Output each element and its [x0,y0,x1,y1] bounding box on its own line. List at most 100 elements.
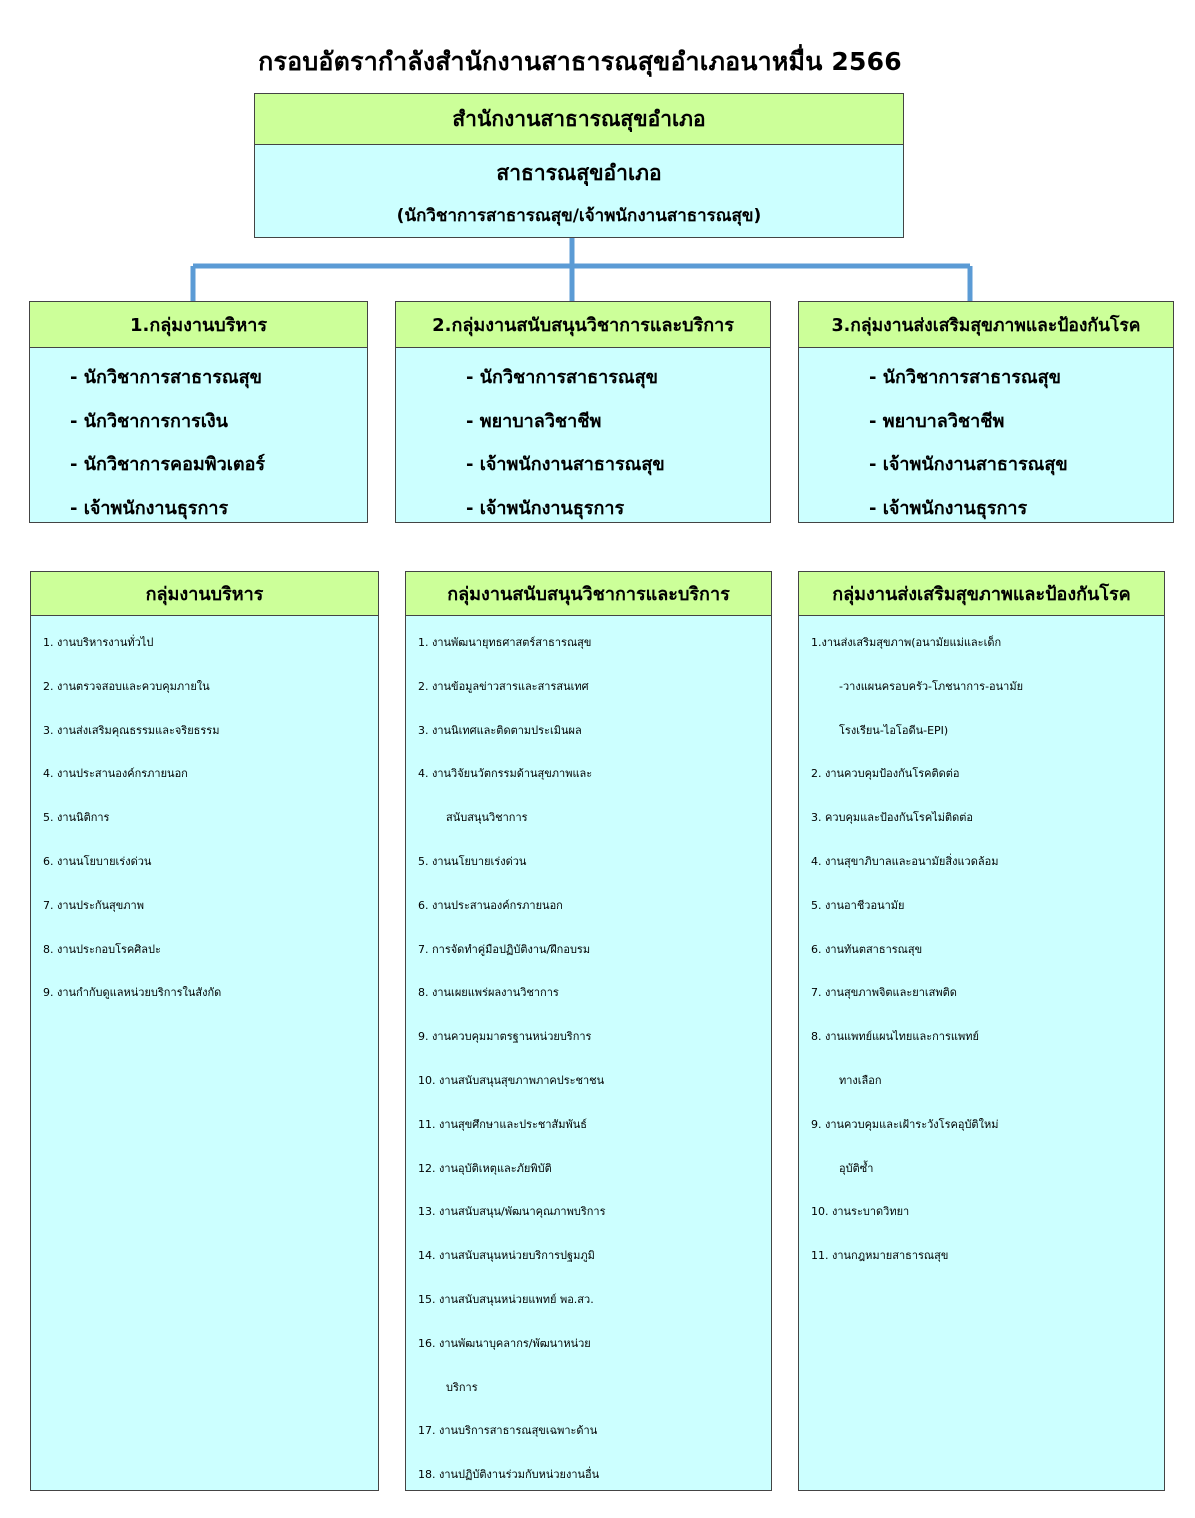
duty-item-text: 6. งานนโยบายเร่งด่วน [43,854,152,868]
duty-header-2: กลุ่มงานสนับสนุนวิชาการและบริการ [406,572,771,616]
duty-item: 4. งานวิจัยนวัตกรรมด้านสุขภาพและสนับสนุน… [418,752,771,840]
staff-item: - พยาบาลวิชาชีพ [869,410,1005,432]
duty-item: 1. งานบริหารงานทั่วไป [43,621,378,665]
duty-item-text: 18. งานปฏิบัติงานร่วมกับหน่วยงานอื่น [418,1468,600,1482]
top-office-box: สำนักงานสาธารณสุขอำเภอ สาธารณสุขอำเภอ (น… [254,93,904,238]
duty-item: 7. งานประกันสุขภาพ [43,884,378,928]
group-header-3: 3.กลุ่มงานส่งเสริมสุขภาพและป้องกันโรค [799,302,1173,348]
staff-item: - เจ้าพนักงานธุรการ [466,497,625,519]
duty-item: 4. งานสุขาภิบาลและอนามัยสิ่งแวดล้อม [811,840,1164,884]
duty-item-text: 4. งานประสานองค์กรภายนอก [43,767,188,781]
duty-item-text: 11. งานสุขศึกษาและประชาสัมพันธ์ [418,1117,587,1131]
duty-item-text: 9. งานกำกับดูแลหน่วยบริการในสังกัด [43,986,222,1000]
duty-item: 18. งานปฏิบัติงานร่วมกับหน่วยงานอื่น [418,1453,771,1497]
staff-item: - เจ้าพนักงานสาธารณสุข [869,454,1068,475]
group-staff-list-2: - นักวิชาการสาธารณสุข - พยาบาลวิชาชีพ - … [396,348,770,530]
staff-item: - เจ้าพนักงานสาธารณสุข [466,454,665,475]
group-box-1: 1.กลุ่มงานบริหาร - นักวิชาการสาธารณสุข -… [29,301,368,523]
duty-item: 14. งานสนับสนุนหน่วยบริการปฐมภูมิ [418,1234,771,1278]
duty-item: 12. งานอุบัติเหตุและภัยพิบัติ [418,1147,771,1191]
top-office-head-title: สาธารณสุขอำเภอ [496,161,662,185]
duty-header-1: กลุ่มงานบริหาร [31,572,378,616]
duty-item: 5. งานนโยบายเร่งด่วน [418,840,771,884]
staff-item: - เจ้าพนักงานธุรการ [70,497,229,519]
duty-item-continuation: ทางเลือก [839,1073,882,1087]
duty-item-text: 10. งานระบาดวิทยา [811,1205,910,1219]
group-header-2: 2.กลุ่มงานสนับสนุนวิชาการและบริการ [396,302,770,348]
duty-item: 1.งานส่งเสริมสุขภาพ(อนามัยแม่และเด็ก -วาง… [811,621,1164,752]
duty-item: 2. งานข้อมูลข่าวสารและสารสนเทศ [418,665,771,709]
duty-item-text: 7. การจัดทำคู่มือปฏิบัติงาน/ฝึกอบรม [418,942,591,956]
duty-list-3: 1.งานส่งเสริมสุขภาพ(อนามัยแม่และเด็ก -วาง… [799,616,1164,1278]
top-office-header: สำนักงานสาธารณสุขอำเภอ [255,94,903,145]
duty-item-text: 6. งานทันตสาธารณสุข [811,942,923,956]
duty-item: 10. งานสนับสนุนสุขภาพภาคประชาชน [418,1059,771,1103]
page-title: กรอบอัตรากำลังสำนักงานสาธารณสุขอำเภอนาหม… [258,47,902,76]
duty-item-text: 6. งานประสานองค์กรภายนอก [418,898,563,912]
staff-item: - นักวิชาการคอมพิวเตอร์ [70,454,266,475]
duty-item: 10. งานระบาดวิทยา [811,1190,1164,1234]
duty-item-continuation: บริการ [446,1380,478,1394]
duty-item: 5. งานอาชีวอนามัย [811,884,1164,928]
duty-item-text: 3. งานส่งเสริมคุณธรรมและจริยธรรม [43,723,220,737]
duty-item: 15. งานสนับสนุนหน่วยแพทย์ พอ.สว. [418,1278,771,1322]
duty-item-continuation: สนับสนุนวิชาการ [446,811,528,825]
duty-box-1: กลุ่มงานบริหาร 1. งานบริหารงานทั่วไป 2. ง… [30,571,379,1491]
duty-item-text: 7. งานประกันสุขภาพ [43,898,144,912]
duty-item: 13. งานสนับสนุน/พัฒนาคุณภาพบริการ [418,1190,771,1234]
duty-item-text: 1.งานส่งเสริมสุขภาพ(อนามัยแม่และเด็ก [811,636,1002,649]
staff-item: - พยาบาลวิชาชีพ [466,410,602,432]
duty-list-1: 1. งานบริหารงานทั่วไป 2. งานตรวจสอบและควบ… [31,616,378,1015]
staff-item: - เจ้าพนักงานธุรการ [869,497,1028,519]
duty-item-text: 5. งานอาชีวอนามัย [811,898,905,912]
staff-item: - นักวิชาการสาธารณสุข [466,367,658,388]
duty-item: 11. งานสุขศึกษาและประชาสัมพันธ์ [418,1103,771,1147]
duty-item-text: 8. งานแพทย์แผนไทยและการแพทย์ [811,1030,979,1044]
duty-item-text: 9. งานควบคุมและเฝ้าระวังโรคอุบัติใหม่ [811,1117,999,1131]
duty-item: 8. งานแพทย์แผนไทยและการแพทย์ทางเลือก [811,1015,1164,1103]
duty-item-text: 4. งานวิจัยนวัตกรรมด้านสุขภาพและ [418,767,593,781]
duty-item-text: 1. งานพัฒนายุทธศาสตร์สาธารณสุข [418,636,592,649]
duty-item: 7. การจัดทำคู่มือปฏิบัติงาน/ฝึกอบรม [418,928,771,972]
duty-item: 3. งานส่งเสริมคุณธรรมและจริยธรรม [43,709,378,753]
duty-item-text: 1. งานบริหารงานทั่วไป [43,636,154,649]
group-staff-list-3: - นักวิชาการสาธารณสุข - พยาบาลวิชาชีพ - … [799,348,1173,530]
duty-header-3: กลุ่มงานส่งเสริมสุขภาพและป้องกันโรค [799,572,1164,616]
group-box-3: 3.กลุ่มงานส่งเสริมสุขภาพและป้องกันโรค - … [798,301,1174,523]
duty-item: 11. งานกฎหมายสาธารณสุข [811,1234,1164,1278]
duty-item: 8. งานเผยแพร่ผลงานวิชาการ [418,971,771,1015]
duty-item: 8. งานประกอบโรคศิลปะ [43,928,378,972]
duty-item-text: 3. งานนิเทศและติดตามประเมินผล [418,723,582,737]
duty-item: 7. งานสุขภาพจิตและยาเสพติด [811,971,1164,1015]
duty-item-continuation: -วางแผนครอบครัว-โภชนาการ-อนามัย [839,679,1024,693]
duty-item-text: 3. ควบคุมและป้องกันโรคไม่ติดต่อ [811,811,973,825]
duty-item: 9. งานควบคุมมาตรฐานหน่วยบริการ [418,1015,771,1059]
duty-item: 9. งานควบคุมและเฝ้าระวังโรคอุบัติใหม่อุบ… [811,1103,1164,1191]
duty-item: 4. งานประสานองค์กรภายนอก [43,752,378,796]
duty-item: 3. งานนิเทศและติดตามประเมินผล [418,709,771,753]
group-box-2: 2.กลุ่มงานสนับสนุนวิชาการและบริการ - นัก… [395,301,771,523]
duty-item-text: 8. งานประกอบโรคศิลปะ [43,942,161,956]
duty-item-text: 12. งานอุบัติเหตุและภัยพิบัติ [418,1161,552,1175]
duty-item-text: 4. งานสุขาภิบาลและอนามัยสิ่งแวดล้อม [811,854,999,868]
duty-item: 16. งานพัฒนาบุคลากร/พัฒนาหน่วยบริการ [418,1322,771,1410]
duty-item-text: 14. งานสนับสนุนหน่วยบริการปฐมภูมิ [418,1249,595,1263]
duty-item: 2. งานควบคุมป้องกันโรคติดต่อ [811,752,1164,796]
staff-item: - นักวิชาการการเงิน [70,410,228,432]
duty-box-3: กลุ่มงานส่งเสริมสุขภาพและป้องกันโรค 1.งา… [798,571,1165,1491]
duty-item-text: 2. งานตรวจสอบและควบคุมภายใน [43,679,210,693]
duty-item-text: 5. งานนิติการ [43,811,110,825]
duty-item-text: 5. งานนโยบายเร่งด่วน [418,854,527,868]
duty-item-text: 16. งานพัฒนาบุคลากร/พัฒนาหน่วย [418,1336,591,1350]
duty-list-2: 1. งานพัฒนายุทธศาสตร์สาธารณสุข 2. งานข้อม… [406,616,771,1497]
duty-item: 1. งานพัฒนายุทธศาสตร์สาธารณสุข [418,621,771,665]
duty-item: 9. งานกำกับดูแลหน่วยบริการในสังกัด [43,971,378,1015]
duty-item-text: 8. งานเผยแพร่ผลงานวิชาการ [418,986,559,1000]
duty-item: 6. งานประสานองค์กรภายนอก [418,884,771,928]
duty-item-text: 2. งานข้อมูลข่าวสารและสารสนเทศ [418,679,589,693]
top-office-head-subtitle: (นักวิชาการสาธารณสุข/เจ้าพนักงานสาธารณสุ… [396,206,762,226]
duty-item: 17. งานบริการสาธารณสุขเฉพาะด้าน [418,1409,771,1453]
staff-item: - นักวิชาการสาธารณสุข [869,367,1061,388]
duty-item-continuation: อุบัติซ้ำ [839,1161,874,1175]
